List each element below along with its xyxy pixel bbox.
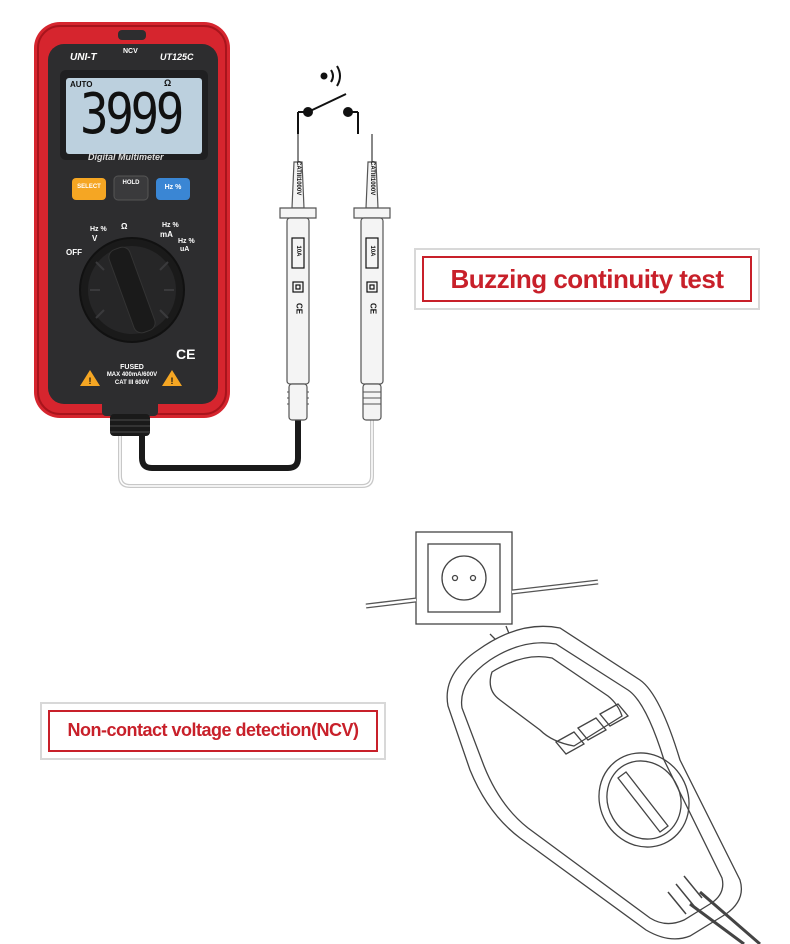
right-probe-rating: CATIII1000V xyxy=(369,161,375,196)
brand-label: UNI-T xyxy=(70,52,97,63)
continuity-callout: Buzzing continuity test xyxy=(414,248,760,310)
left-probe xyxy=(279,134,317,421)
warning-icon: ! xyxy=(80,370,100,386)
cat-rating-label: CAT III 600V xyxy=(114,380,150,386)
svg-text:!: ! xyxy=(171,376,174,386)
lcd-subtitle: Digital Multimeter xyxy=(88,152,164,162)
right-probe-ce: CE xyxy=(368,302,378,315)
fused-label: FUSED xyxy=(120,364,144,371)
hold-button[interactable]: HOLD xyxy=(122,180,140,186)
dial-hz-left-label: Hz % xyxy=(90,226,107,233)
hz-button-shape xyxy=(156,178,190,200)
continuity-callout-label: Buzzing continuity test xyxy=(450,264,724,294)
black-lead-wire xyxy=(139,420,301,471)
lcd-screen xyxy=(66,78,202,154)
right-probe-current: 10A xyxy=(369,245,375,257)
lcd-reading: 3999 xyxy=(80,82,184,147)
switch-icon xyxy=(297,93,359,134)
select-button-shape xyxy=(72,178,106,200)
dial-hz-right-label: Hz % xyxy=(162,222,179,229)
meter-ce-mark: CE xyxy=(176,346,196,362)
ncv-illustration xyxy=(365,531,761,944)
hz-button[interactable]: Hz % xyxy=(164,184,182,191)
max-rating-label: MAX 400mA/600V xyxy=(106,372,158,378)
select-button[interactable]: SELECT xyxy=(77,184,101,190)
ncv-label: NCV xyxy=(123,48,138,55)
hold-button-shape xyxy=(113,175,149,201)
ncv-callout-label: Non-contact voltage detection(NCV) xyxy=(67,720,359,740)
left-probe-current: 10A xyxy=(295,245,301,257)
left-probe-ce: CE xyxy=(294,302,304,315)
white-lead-wire xyxy=(118,420,374,488)
double-square-icon xyxy=(292,281,378,293)
dial-ua-label: uA xyxy=(180,246,190,253)
model-label: UT125C xyxy=(160,52,194,62)
dial-off-label: OFF xyxy=(66,248,82,257)
dial-volt-label: V xyxy=(92,234,98,243)
lcd-auto-label: AUTO xyxy=(70,80,93,89)
ncv-callout: Non-contact voltage detection(NCV) xyxy=(40,702,386,760)
svg-text:!: ! xyxy=(89,376,92,386)
left-probe-rating: CATIII1000V xyxy=(295,161,301,196)
wall-socket xyxy=(415,531,513,625)
warning-icon: ! xyxy=(162,370,182,386)
multimeter: ! ! xyxy=(34,22,230,436)
dial-hz-right2-label: Hz % xyxy=(178,238,195,245)
dial-ma-label: mA xyxy=(160,230,173,239)
right-probe xyxy=(353,134,391,421)
sound-wave-icon xyxy=(320,65,341,87)
dial-ohm-label: Ω xyxy=(121,222,128,231)
lcd-ohm-label: Ω xyxy=(164,78,172,88)
